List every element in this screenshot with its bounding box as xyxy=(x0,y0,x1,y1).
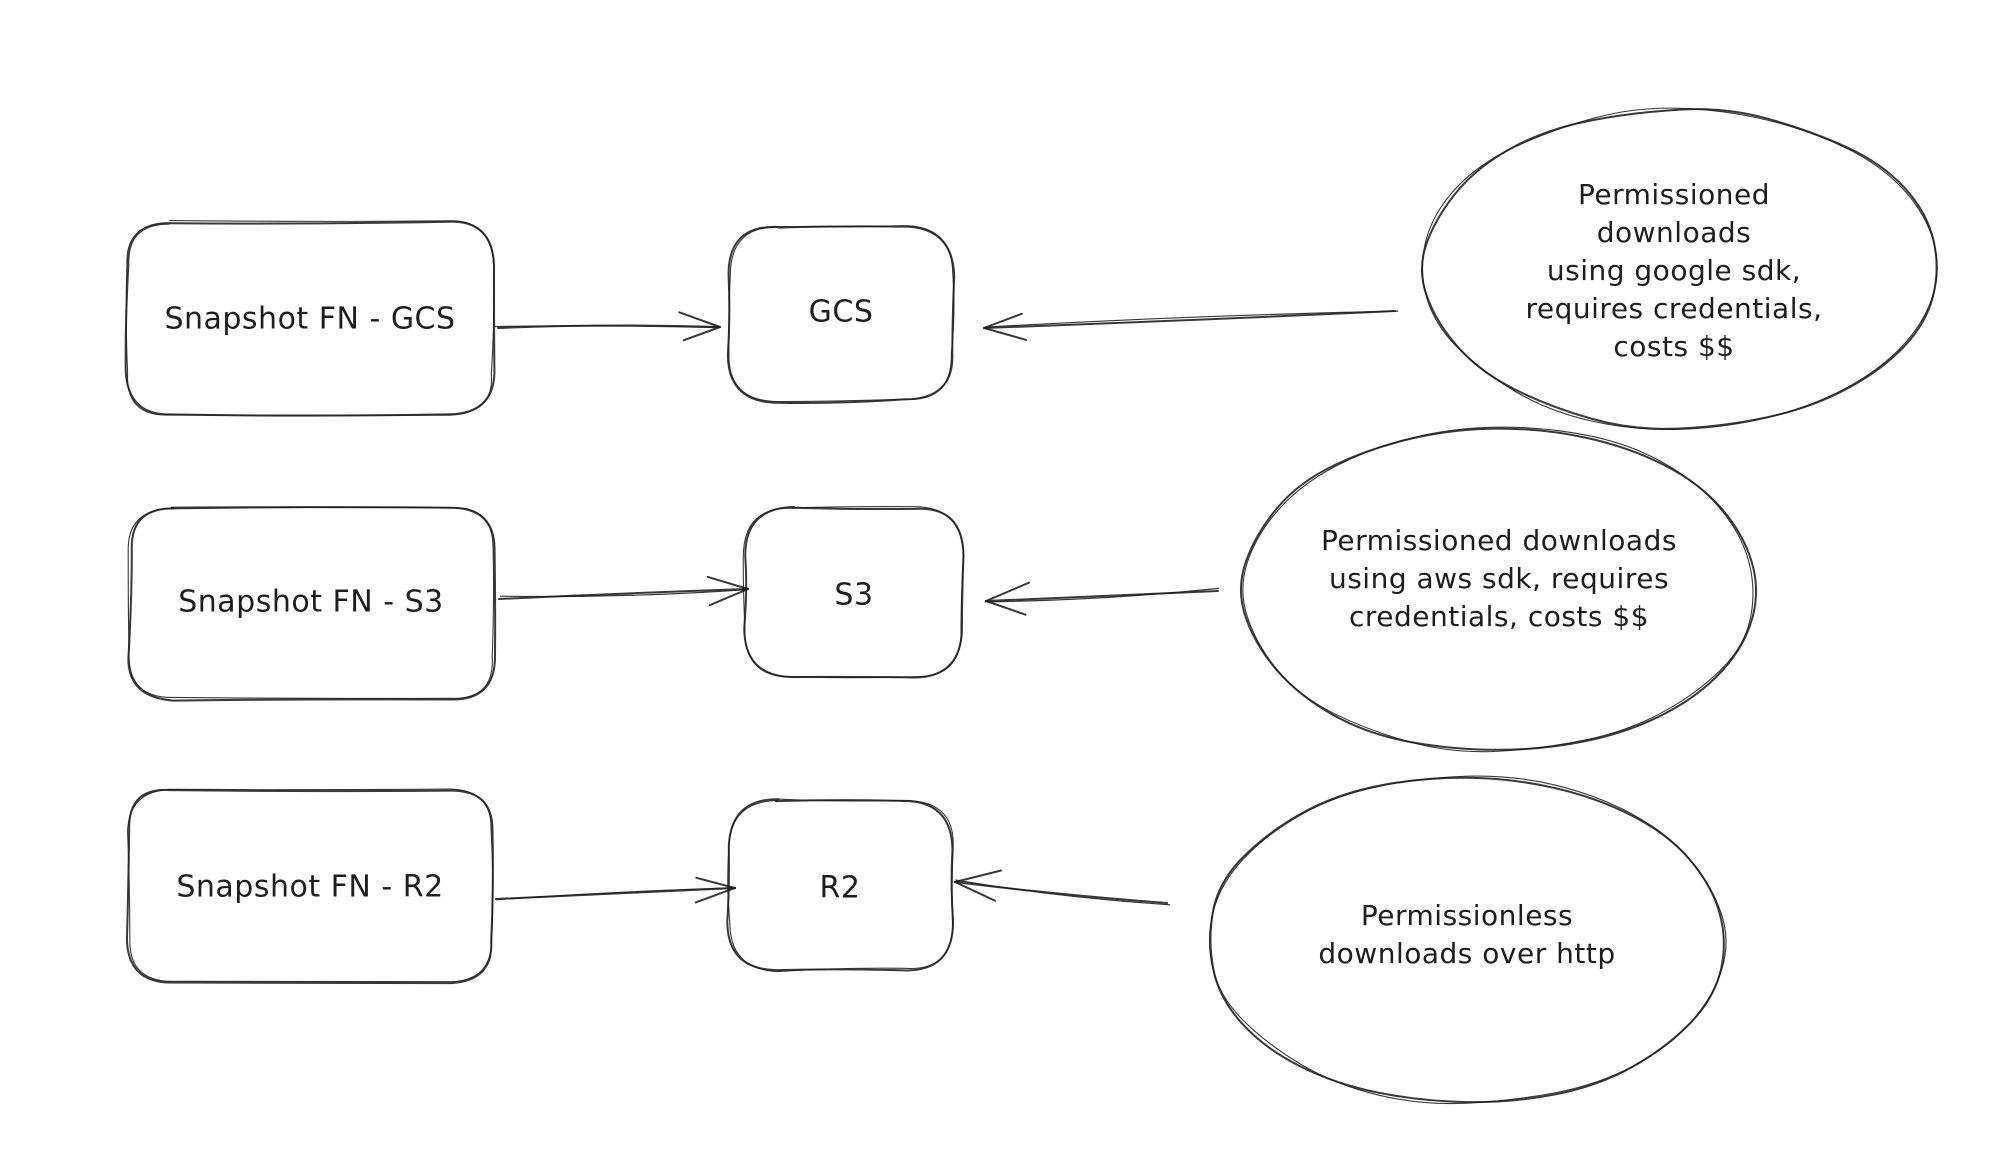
arrow-snapshot-to-r2 xyxy=(495,876,736,904)
note-gcs: Permissioned downloads using google sdk,… xyxy=(1525,178,1823,363)
ellipse-note-r2 xyxy=(1208,775,1727,1105)
box-s3 xyxy=(742,506,965,679)
label-snapshot-fn-s3: Snapshot FN - S3 xyxy=(178,584,444,620)
label-snapshot-fn-r2: Snapshot FN - R2 xyxy=(176,869,444,905)
box-snapshot-fn-r2 xyxy=(125,788,494,985)
box-snapshot-fn-s3 xyxy=(127,506,497,702)
ellipse-note-s3 xyxy=(1239,426,1758,753)
box-snapshot-fn-gcs xyxy=(124,219,496,417)
box-r2 xyxy=(726,798,955,973)
arrow-snapshot-to-gcs xyxy=(494,311,721,342)
ellipse-note-gcs xyxy=(1420,107,1938,431)
arrow-note-to-s3 xyxy=(984,581,1220,616)
label-gcs: GCS xyxy=(808,294,874,330)
arrow-snapshot-to-s3 xyxy=(498,575,749,607)
note-s3: Permissioned downloads using aws sdk, re… xyxy=(1321,524,1677,633)
note-r2: Permissionless downloads over http xyxy=(1318,899,1616,970)
arrow-note-to-gcs xyxy=(983,310,1399,341)
label-r2: R2 xyxy=(819,870,861,906)
box-gcs xyxy=(726,225,956,404)
label-s3: S3 xyxy=(834,577,874,613)
arrow-note-to-r2 xyxy=(954,869,1171,906)
label-snapshot-fn-gcs: Snapshot FN - GCS xyxy=(164,301,456,337)
